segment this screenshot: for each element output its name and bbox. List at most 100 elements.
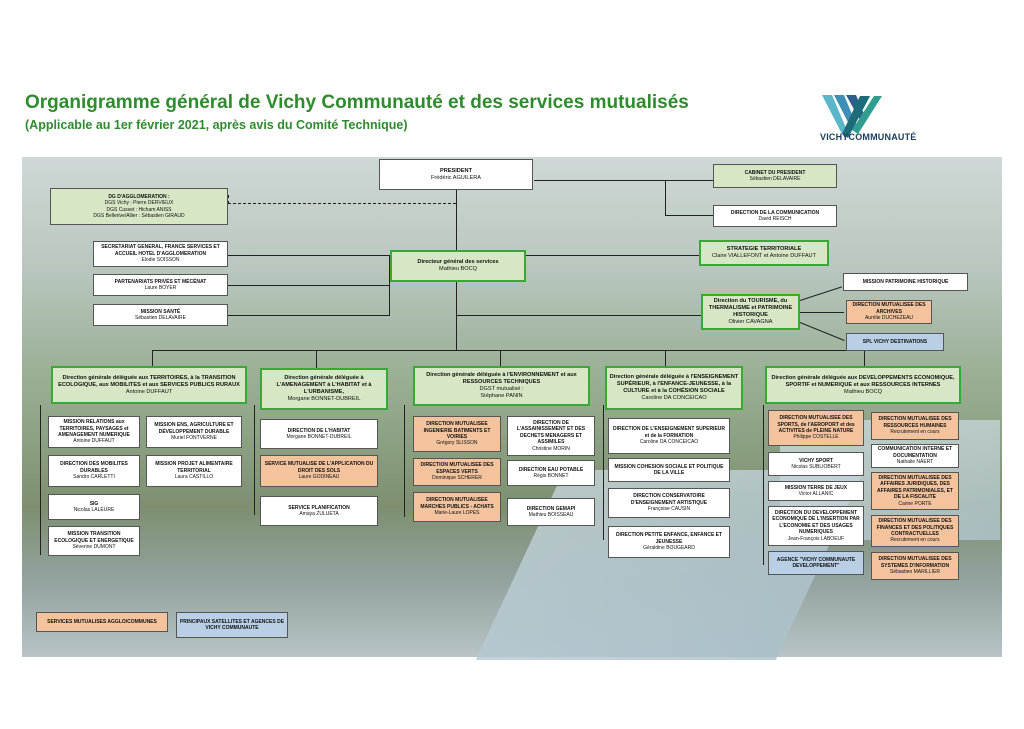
- eau-potable-box: DIRECTION EAU POTABLE Régis BONNET: [507, 460, 595, 486]
- box-name: Françoise CAUSIN: [647, 506, 691, 513]
- dashed-connector: [228, 203, 456, 204]
- box-name: Nicolas SUBLIOBERT: [791, 464, 841, 470]
- strategie-box: STRATEGIE TERRITORIALE Claire VIALLEFONT…: [699, 240, 829, 266]
- connector: [534, 180, 714, 181]
- ens-box: MISSION ENS, AGRICULTURE ET DÉVELOPPEMEN…: [146, 416, 242, 448]
- box-title: MISSION RELATIONS aux TERRITOIRES, PAYSA…: [58, 419, 130, 438]
- connector: [152, 350, 153, 368]
- box-title: Directeur général des services: [417, 259, 499, 265]
- legend-satellites: PRINCIPAUX SATELLITES ET AGENCES DE VICH…: [176, 612, 288, 638]
- box-name: Grégory SLISSON: [436, 440, 478, 447]
- dg-agglo-box: DG D'AGGLOMERATION : DGS Vichy : Pierre …: [50, 188, 228, 225]
- box-title: DIRECTION MUTUALISEE DES ARCHIVES: [852, 302, 926, 315]
- box-title: DIRECTION CONSERVATOIRE D'ENSEIGNEMENT A…: [630, 493, 708, 506]
- cohesion-box: MISSION COHESION SOCIALE ET POLITIQUE DE…: [608, 458, 730, 482]
- box-title: COMMUNICATION INTERNE ET DOCUMENTATION: [877, 446, 953, 459]
- box-title: DIRECTION GEMAPI: [526, 505, 576, 512]
- box-sub: DGST mutualisé :: [479, 386, 524, 392]
- box-name: David REISCH: [758, 216, 792, 222]
- box-title: Direction générale déléguée à L'AMENAGEM…: [276, 375, 372, 395]
- box-name: Sébastien DELAVAIRE: [749, 176, 801, 182]
- box-name: Nathalie NAERT: [896, 459, 934, 466]
- box-title: DIRECTION MUTUALISEE DES FINANCES ET DES…: [876, 518, 954, 537]
- box-name: Laure BOYER: [144, 285, 177, 291]
- alimentaire-box: MISSION PROJET ALIMENTAIRE TERRITORIAL L…: [146, 455, 242, 487]
- box-name: Amaya ZULUETA: [299, 511, 339, 517]
- sig-box: SIG Nicolas LALEURE: [48, 494, 140, 520]
- legend-label: PRINCIPAUX SATELLITES ET AGENCES DE VICH…: [179, 618, 285, 631]
- box-name: Sandro CARLETTI: [73, 474, 115, 481]
- box-name: Christine MORIN: [532, 445, 570, 452]
- page-title: Organigramme général de Vichy Communauté…: [25, 92, 689, 113]
- connector: [40, 405, 41, 555]
- juridique-box: DIRECTION MUTUALISEE DES AFFAIRES JURIDI…: [871, 472, 959, 510]
- connector: [228, 255, 390, 256]
- box-title: DIRECTION MUTUALISEE DES ESPACES VERTS: [420, 462, 494, 475]
- box-title: DG D'AGGLOMERATION :: [108, 193, 170, 200]
- box-title: MISSION ENS, AGRICULTURE ET DÉVELOPPEMEN…: [154, 422, 234, 435]
- box-title: DIRECTION EAU POTABLE: [518, 466, 584, 473]
- si-box: DIRECTION MUTUALISEE DES SYSTEMES D'INFO…: [871, 552, 959, 580]
- box-title: MISSION COHESION SOCIALE ET POLITIQUE DE…: [614, 463, 724, 476]
- box-name: Antoine DUFFAUT: [125, 388, 173, 395]
- box-title: MISSION TERRE DE JEUX: [784, 484, 848, 491]
- box-name: Caroline DA CONCEICAO: [641, 395, 707, 401]
- dga-amenagement-box: Direction générale déléguée à L'AMENAGEM…: [260, 368, 388, 410]
- box-name: Aurélie DUCHEZEAU: [864, 315, 914, 322]
- box-name: Claire VIALLEFONT et Antoine DUFFAUT: [711, 253, 817, 259]
- relations-box: MISSION RELATIONS aux TERRITOIRES, PAYSA…: [48, 416, 140, 448]
- box-title: MISSION TRANSITION ECOLOGIQUE ET ENERGET…: [54, 531, 134, 544]
- box-name: Victor ALLANIC: [798, 491, 834, 497]
- vichy-logo-icon: [822, 95, 882, 138]
- box-name: Sébastien MARILLIER: [889, 569, 941, 576]
- box-name: Elodie SOISSON: [141, 257, 180, 264]
- enfance-box: DIRECTION PETITE ENFANCE, ENFANCE ET JEU…: [608, 526, 730, 558]
- box-name: Laure GODINEAU: [298, 474, 340, 481]
- box-title: DIRECTION DE LA COMMUNICATION: [730, 209, 820, 216]
- sols-box: SERVICE MUTUALISE DE L'APPLICATION DU DR…: [260, 455, 378, 487]
- box-line: DGS Cusset : Hicham ANISS: [106, 206, 172, 213]
- connector: [228, 315, 390, 316]
- espaces-verts-box: DIRECTION MUTUALISEE DES ESPACES VERTS D…: [413, 458, 501, 486]
- rh-box: DIRECTION MUTUALISEE DES RESSOURCES HUMA…: [871, 412, 959, 440]
- connector: [254, 405, 255, 515]
- connector: [800, 312, 844, 313]
- box-name: Nicolas LALEURE: [73, 507, 115, 513]
- box-name: Philippe COSTELLE: [793, 434, 839, 441]
- box-title: STRATEGIE TERRITORIALE: [726, 246, 802, 252]
- box-name: Antoine DUFFAUT: [73, 438, 115, 445]
- partenariats-box: PARTENARIATS PRIVÉS ET MÉCÉNAT Laure BOY…: [93, 274, 228, 296]
- connector: [665, 180, 666, 216]
- legend-mutualises: SERVICES MUTUALISES AGGLO/COMMUNES: [36, 612, 168, 632]
- connector: [456, 189, 457, 251]
- tourisme-box: Direction du TOURISME, du THERMALISME et…: [701, 294, 800, 330]
- connector: [456, 315, 701, 316]
- box-title: DIRECTION DES MOBILITES DURABLES: [60, 461, 128, 474]
- mobilites-box: DIRECTION DES MOBILITES DURABLES Sandro …: [48, 455, 140, 487]
- box-name: Dominique SCHERER: [432, 475, 482, 482]
- box-title: SERVICE MUTUALISE DE L'APPLICATION DU DR…: [264, 461, 374, 474]
- connector: [228, 285, 390, 286]
- box-title: DIRECTION DE L'ENSEIGNEMENT SUPERIEUR et…: [612, 426, 726, 439]
- sports-box: DIRECTION MUTUALISEE DES SPORTS, de l'AE…: [768, 410, 864, 446]
- planification-box: SERVICE PLANIFICATION Amaya ZULUETA: [260, 496, 378, 526]
- box-name: Mathieu BOCQ: [439, 266, 477, 272]
- dga-enseignement-box: Direction générale déléguée à l'ENSEIGNE…: [605, 366, 743, 410]
- assainissement-box: DIRECTION DE L'ASSAINISSEMENT ET DES DEC…: [507, 416, 595, 456]
- connector: [763, 405, 764, 565]
- box-title: SPL VICHY DESTINATIONS: [862, 338, 928, 345]
- box-title: DIRECTION MUTUALISEE DES SPORTS, de l'AE…: [777, 415, 855, 434]
- box-title: DIRECTION MUTUALISEE DES SYSTEMES D'INFO…: [878, 556, 952, 569]
- patrimoine-box: MISSION PATRIMOINE HISTORIQUE: [843, 273, 968, 291]
- box-name: Sébastien DELAVAIRE: [135, 315, 186, 321]
- connector: [864, 350, 865, 368]
- box-title: DIRECTION MUTUALISEE DES AFFAIRES JURIDI…: [877, 474, 953, 501]
- box-title: MISSION PROJET ALIMENTAIRE TERRITORIAL: [155, 461, 233, 474]
- box-title: SECRETARIAT GENERAL, FRANCE SERVICES ET …: [101, 244, 220, 257]
- connector: [665, 350, 666, 368]
- box-name: Laura CASTILLO: [174, 474, 214, 481]
- habitat-box: DIRECTION DE L'HABITAT Morgane BONNET-DU…: [260, 419, 378, 449]
- box-title: Direction générale déléguée à l'ENSEIGNE…: [609, 374, 739, 394]
- box-title: DIRECTION PETITE ENFANCE, ENFANCE ET JEU…: [615, 532, 723, 545]
- box-title: CABINET DU PRESIDENT: [744, 169, 806, 176]
